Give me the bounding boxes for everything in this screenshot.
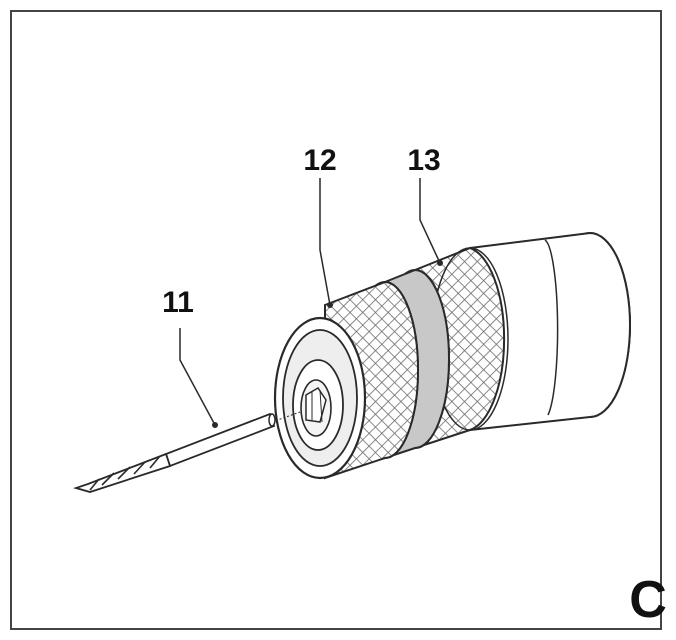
callout-12: 12 — [303, 144, 336, 177]
panel-letter: C — [629, 571, 667, 629]
callout-13: 13 — [407, 144, 440, 177]
leader-lines — [179, 178, 443, 428]
drill-bit — [72, 411, 301, 493]
figure-frame — [10, 10, 662, 630]
callout-11: 11 — [162, 286, 194, 319]
chuck-front-face — [273, 316, 367, 480]
chuck-rear-body — [469, 231, 631, 432]
